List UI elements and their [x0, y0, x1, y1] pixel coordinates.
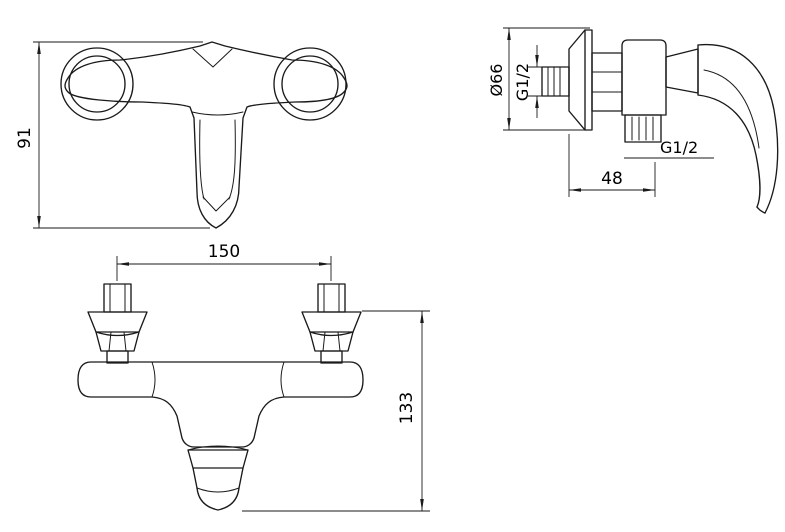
flange-face: [584, 29, 593, 131]
nut-facet-left: [322, 331, 326, 352]
outlet-thread-callout: G1/2: [624, 138, 714, 159]
total-height-label: 133: [397, 392, 417, 424]
side-view: Ø66 G1/2 G1/2 48: [487, 27, 779, 214]
union-body: [103, 283, 132, 313]
front-height-label: 91: [15, 127, 35, 149]
body-outline: [621, 39, 667, 116]
handle-blade-inner: [697, 94, 761, 208]
handle-body-joint: [191, 111, 244, 116]
bottom-fitting-left: [87, 283, 148, 364]
outlet-thread: [624, 114, 662, 143]
bottom-fitting-right: [301, 283, 362, 364]
nut-facet-right: [123, 331, 127, 352]
center-distance-dimension: 150: [116, 242, 332, 281]
union-body: [317, 283, 346, 313]
front-view: 91: [15, 41, 348, 229]
nut-facet-right: [337, 331, 341, 352]
neck: [106, 350, 129, 364]
inlet-pipe-body: [541, 66, 570, 97]
handle-blade-outer: [697, 43, 779, 214]
cone-arc: [196, 487, 240, 493]
side-wall-flange: [568, 29, 593, 131]
depth-dimension: 48: [568, 134, 656, 197]
nut-body: [591, 52, 623, 112]
bottom-shower-outlet: [187, 445, 249, 511]
side-inlet-pipe: [541, 66, 570, 97]
cone-sides: [192, 467, 244, 489]
bottom-view: 150 133: [77, 242, 430, 512]
outlet-cap: [196, 487, 240, 511]
handle-tip: [756, 206, 766, 214]
nut-edge: [309, 331, 354, 352]
center-distance-label: 150: [208, 242, 240, 262]
front-height-dimension: 91: [15, 41, 210, 229]
nut-facet-left: [108, 331, 112, 352]
bottom-body-joints: [151, 361, 285, 398]
flange-cone: [568, 29, 586, 131]
handle-facet-left: [199, 119, 205, 200]
front-escutcheon-left: [60, 47, 134, 121]
side-hex-nut: [591, 52, 623, 112]
nut-edge: [95, 331, 140, 352]
handle-facet: [703, 69, 760, 149]
bottom-facet-v: [202, 196, 231, 212]
outlet-collar: [187, 449, 249, 469]
depth-label: 48: [601, 169, 623, 189]
front-body-facets: [191, 48, 244, 212]
flange-diameter-dimension: Ø66: [487, 27, 590, 131]
flange-inner-circle: [281, 55, 339, 113]
inlet-thread-label: G1/2: [513, 63, 532, 101]
collar-top-arc: [187, 445, 249, 451]
neck: [320, 350, 343, 364]
inlet-thread-dimension: G1/2: [513, 45, 549, 118]
bottom-body-outline: [77, 361, 364, 448]
top-facet-v: [192, 48, 233, 68]
handle-neck: [665, 48, 699, 94]
outlet-thread-lines: [631, 116, 654, 141]
joint-left: [151, 361, 156, 398]
flange-inner-circle: [68, 55, 126, 113]
side-lever-handle: [665, 43, 779, 214]
inlet-thread-lines: [547, 66, 561, 97]
flange-outer-circle: [60, 47, 134, 121]
joint-right: [280, 361, 285, 398]
outlet-thread-label: G1/2: [660, 138, 698, 157]
front-body-outline: [64, 41, 348, 229]
handle-facet-right: [228, 119, 236, 200]
side-valve-body: [621, 39, 667, 143]
total-height-dimension: 133: [242, 310, 430, 512]
flange-diameter-label: Ø66: [487, 64, 506, 97]
